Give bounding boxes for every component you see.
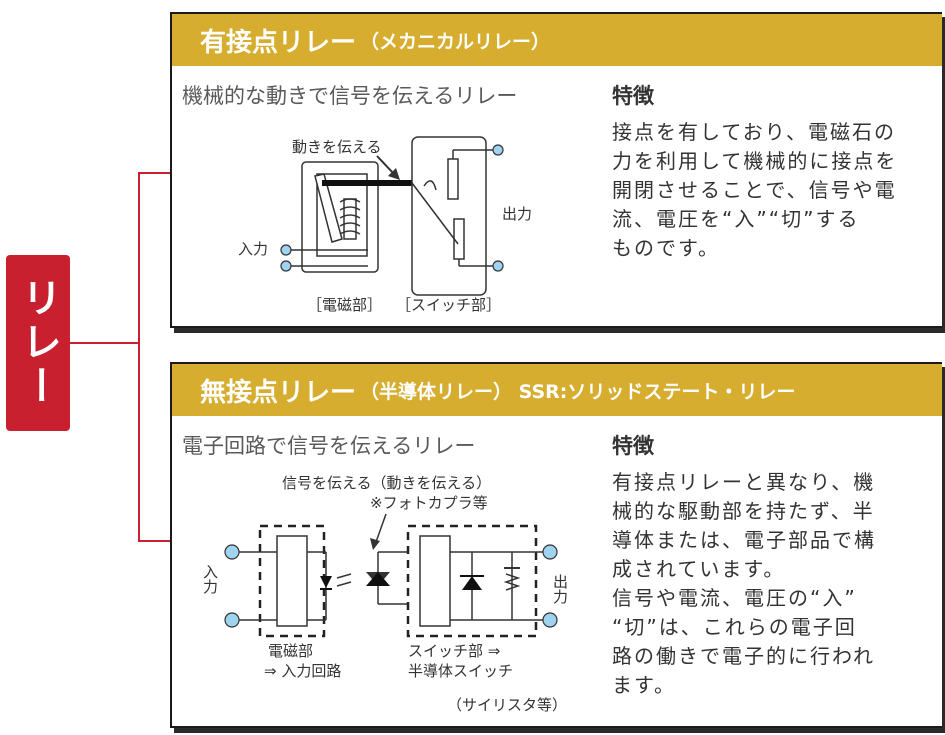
mechanical-relay-panel: 有接点リレー （メカニカルリレー） 機械的な動きで信号を伝えるリレー 動きを伝え… [170,12,942,328]
photocoupler-arrow [375,513,387,543]
contact-lower [453,218,465,260]
solid-state-relay-header: 無接点リレー （半導体リレー） SSR:ソリッドステート・リレー [172,364,942,416]
solid-state-relay-diagram: 信号を伝える（動きを伝える） ※フォトカプラ等 入力 [201,474,569,714]
solid-state-relay-panel: 無接点リレー （半導体リレー） SSR:ソリッドステート・リレー 電子回路で信号… [170,362,942,728]
mechanical-features-text: 接点を有しており、電磁石の 力を利用して機械的に接点を 開閉させることで、信号や… [612,120,898,260]
switch-circuit-label-2: 半導体スイッチ [408,662,513,680]
motion-arrowhead [388,168,400,180]
mechanical-relay-title-sub: （メカニカルリレー） [360,30,551,53]
electromagnet-box [301,161,379,273]
photocoupler-arrowhead [370,538,380,550]
relay-category-tab: リレー [6,255,70,431]
led-symbol [320,576,332,588]
switch-circuit-label-1: スイッチ部 ⇒ [408,642,500,660]
triac-symbol [462,576,482,590]
motion-arrow [376,155,395,175]
mechanical-relay-diagram: 動きを伝える 入力 出力 ［電磁部］ ［スイッチ部］ [238,136,532,314]
switch-section-label: ［スイッチ部］ [396,296,501,314]
output-terminal-2 [492,260,504,272]
motion-label: 動きを伝える [292,138,382,156]
connector-stub [70,342,140,344]
coil-winding [339,198,361,235]
switch-pivot [423,180,437,191]
signal-label: 信号を伝える（動きを伝える） [282,474,491,492]
phototriac-symbol-down [366,572,390,586]
contact-upper [447,158,459,200]
mechanical-relay-title: 有接点リレー [200,27,357,58]
mechanical-features-title: 特徴 [612,84,654,108]
solid-state-relay-title: 無接点リレー [200,377,357,408]
ssr-output-terminal-2 [542,612,558,628]
input-label: 入力 [238,240,268,258]
switch-circuit-block [419,535,451,627]
thyristor-label: （サイリスタ等） [447,696,567,714]
switch-circuit-box [406,524,538,638]
magnetic-section-label: ［電磁部］ [307,296,382,314]
ssr-input-terminal-1 [224,544,240,560]
electromagnet-frame [316,173,368,257]
input-circuit-block [276,535,308,627]
relay-category-label: リレー [15,277,61,409]
input-circuit-label-2: ⇒ 入力回路 [264,662,341,680]
photocoupler-label: ※フォトカプラ等 [370,494,488,512]
solid-state-relay-subtitle: 電子回路で信号を伝えるリレー [182,434,476,458]
connector-branch-top [138,172,172,174]
ssr-input-terminal-2 [224,612,240,628]
light-rays [336,573,352,587]
connector-branch-bottom [138,540,172,542]
output-terminal-1 [492,144,504,156]
solid-state-features-title: 特徴 [612,434,654,458]
armature [314,173,343,243]
connector-trunk [138,172,140,542]
coil-core [343,198,357,240]
solid-state-features-text: 有接点リレーと異なり、機 械的な駆動部を持たず、半 導体または、電子部品で構 成… [612,470,876,697]
solid-state-relay-title-sub: （半導体リレー） SSR:ソリッドステート・リレー [360,380,796,403]
input-terminal-1 [280,244,292,256]
input-circuit-label-1: 電磁部 [268,642,313,660]
output-label: 出力 [502,205,532,223]
mechanical-relay-header: 有接点リレー （メカニカルリレー） [172,14,942,66]
ssr-output-label: 出力 [551,574,569,605]
ssr-output-terminal-1 [542,544,558,560]
input-terminal-2 [280,260,292,272]
switch-blade [411,182,459,245]
switch-box [411,136,487,296]
mechanical-relay-subtitle: 機械的な動きで信号を伝えるリレー [182,84,518,108]
varistor-symbol [503,573,521,591]
ssr-input-label: 入力 [201,564,219,595]
